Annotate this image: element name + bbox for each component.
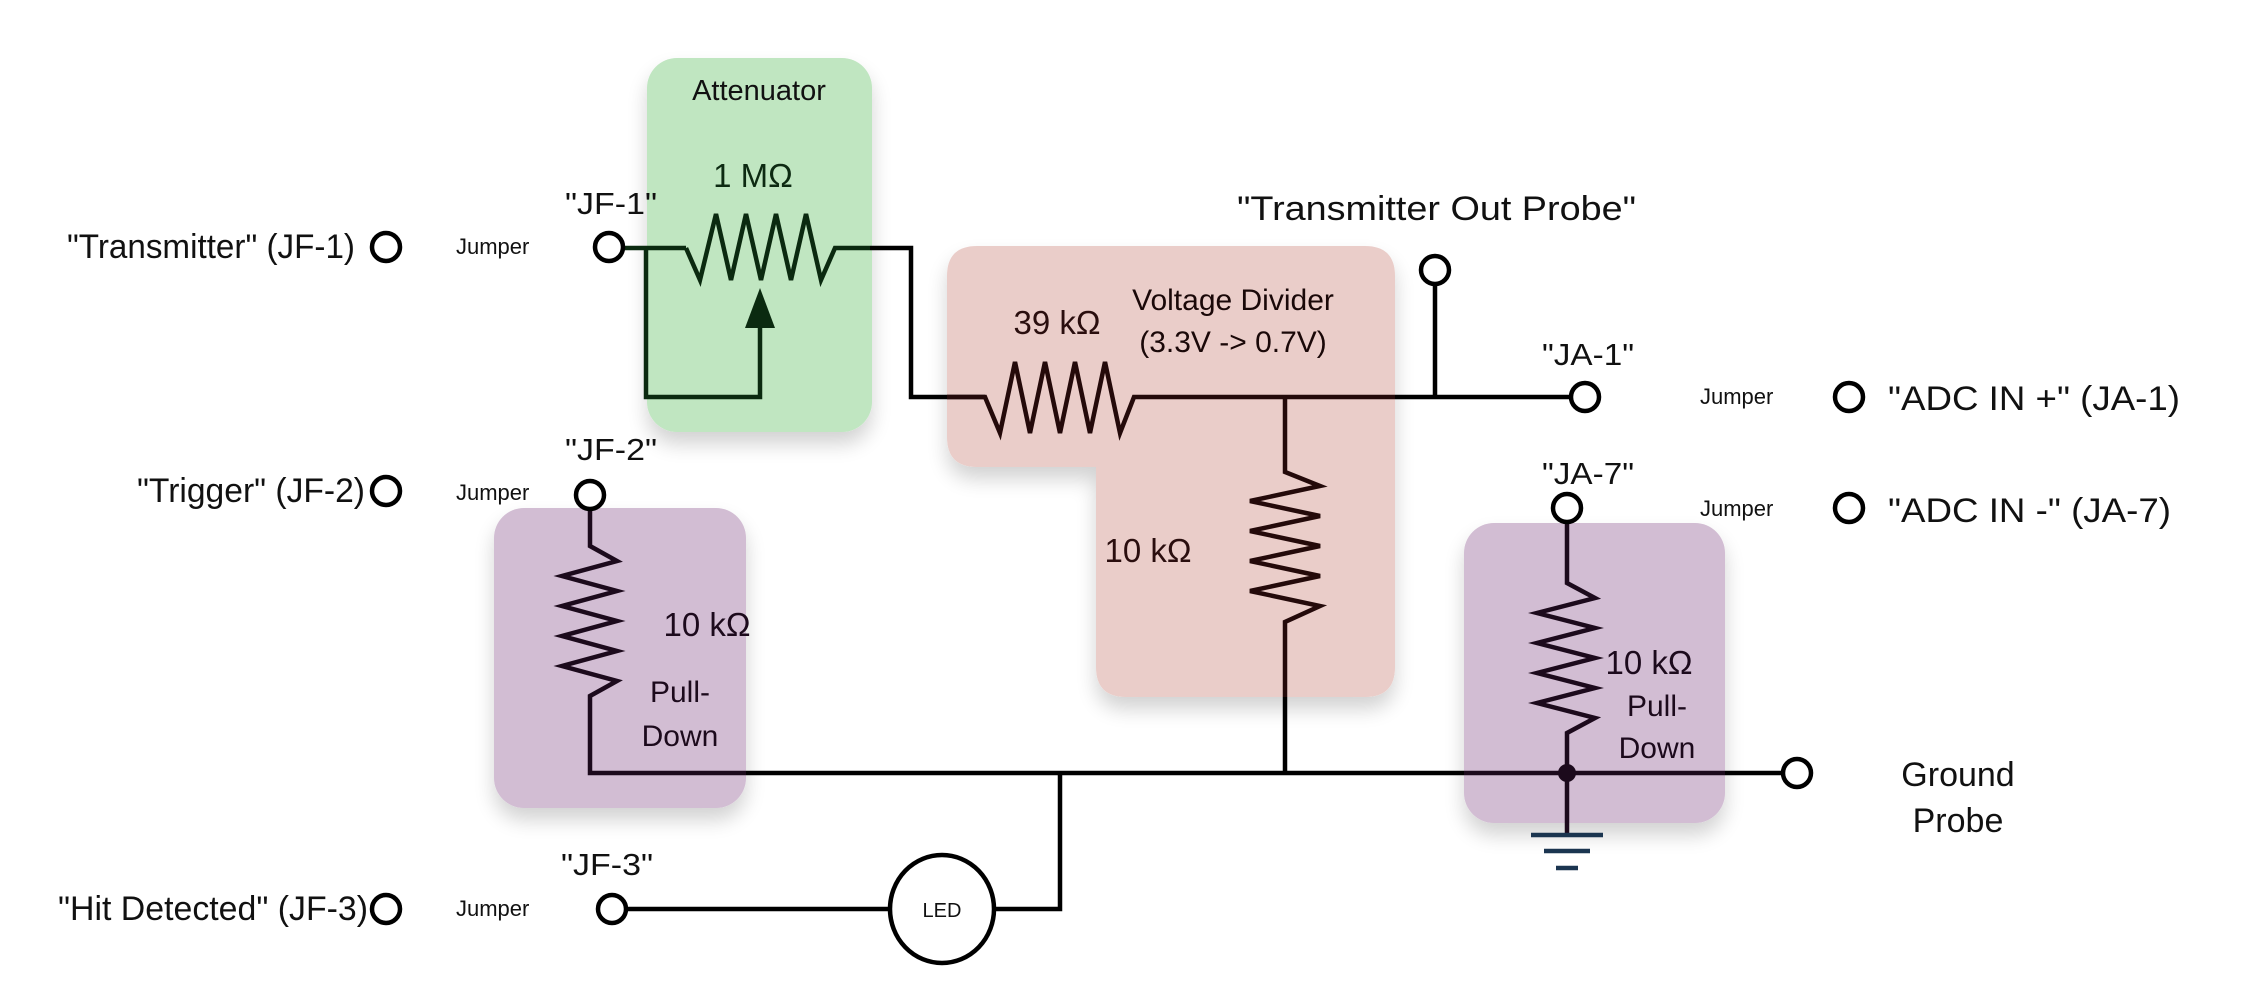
wire-led-bus — [994, 773, 1063, 912]
label-transmitter: "Transmitter" (JF-1) — [67, 228, 355, 266]
resistor-10k-divider — [1249, 397, 1328, 697]
pulldown-left-line1: Pull- — [650, 676, 710, 709]
label-ground-probe-1: Ground — [1901, 756, 2014, 794]
wiper-arrow — [745, 288, 775, 328]
potentiometer — [683, 213, 870, 288]
node-trigger[interactable] — [369, 474, 403, 508]
pulldown-left-block — [494, 508, 746, 808]
jumper-ja1: Jumper — [1700, 384, 1773, 409]
divider-subtitle: (3.3V -> 0.7V) — [1139, 326, 1327, 359]
node-transmitter-out-probe[interactable] — [1418, 253, 1452, 287]
node-adc-in-plus[interactable] — [1832, 380, 1866, 414]
node-jf2[interactable] — [573, 478, 607, 512]
node-jf3[interactable] — [595, 892, 629, 926]
label-transmitter-out-probe: "Transmitter Out Probe" — [1237, 190, 1636, 228]
pulldown-right-value: 10 kΩ — [1605, 644, 1692, 681]
led-label: LED — [923, 900, 962, 922]
attenuator-value: 1 MΩ — [713, 157, 793, 194]
pin-label-ja1: "JA-1" — [1542, 337, 1634, 372]
wiper-loop — [643, 248, 763, 400]
led-icon — [887, 852, 997, 966]
node-adc-in-minus[interactable] — [1832, 491, 1866, 525]
pin-label-ja7: "JA-7" — [1542, 456, 1634, 491]
label-ground-probe-2: Probe — [1913, 802, 2004, 840]
divider-r-bottom-value: 10 kΩ — [1104, 532, 1191, 569]
pin-label-jf1: "JF-1" — [565, 186, 657, 221]
label-trigger: "Trigger" (JF-2) — [137, 472, 365, 510]
node-ja7[interactable] — [1550, 491, 1584, 525]
label-adc-in-plus: "ADC IN +" (JA-1) — [1888, 380, 2180, 418]
node-ground-probe[interactable] — [1780, 756, 1814, 790]
jumper-ja7: Jumper — [1700, 496, 1773, 521]
ground-icon — [1531, 832, 1603, 871]
jumper-jf1: Jumper — [456, 234, 529, 259]
resistor-39k — [947, 361, 1395, 441]
resistor-10k-pulldown-left — [553, 505, 746, 776]
attenuator-title: Attenuator — [692, 75, 826, 107]
attenuator-block — [647, 58, 872, 432]
jumper-jf2: Jumper — [456, 480, 529, 505]
label-hit-detected: "Hit Detected" (JF-3) — [58, 890, 368, 928]
resistor-10k-pulldown-right — [1528, 522, 1604, 835]
pin-label-jf3: "JF-3" — [561, 847, 653, 882]
jumper-jf3: Jumper — [456, 896, 529, 921]
junction-dot — [1558, 764, 1576, 782]
pulldown-left-value: 10 kΩ — [663, 606, 750, 643]
pin-label-jf2: "JF-2" — [565, 432, 657, 467]
divider-title: Voltage Divider — [1132, 284, 1334, 317]
pulldown-right-line1: Pull- — [1627, 690, 1687, 723]
label-adc-in-minus: "ADC IN -" (JA-7) — [1888, 492, 2171, 530]
pulldown-left-line2: Down — [642, 720, 719, 753]
node-transmitter[interactable] — [369, 230, 403, 264]
pulldown-right-line2: Down — [1619, 732, 1696, 765]
node-ja1[interactable] — [1568, 380, 1602, 414]
node-hit-detected[interactable] — [369, 892, 403, 926]
pulldown-right-block — [1464, 523, 1725, 823]
divider-r-top-value: 39 kΩ — [1013, 304, 1100, 341]
node-jf1[interactable] — [592, 230, 626, 264]
